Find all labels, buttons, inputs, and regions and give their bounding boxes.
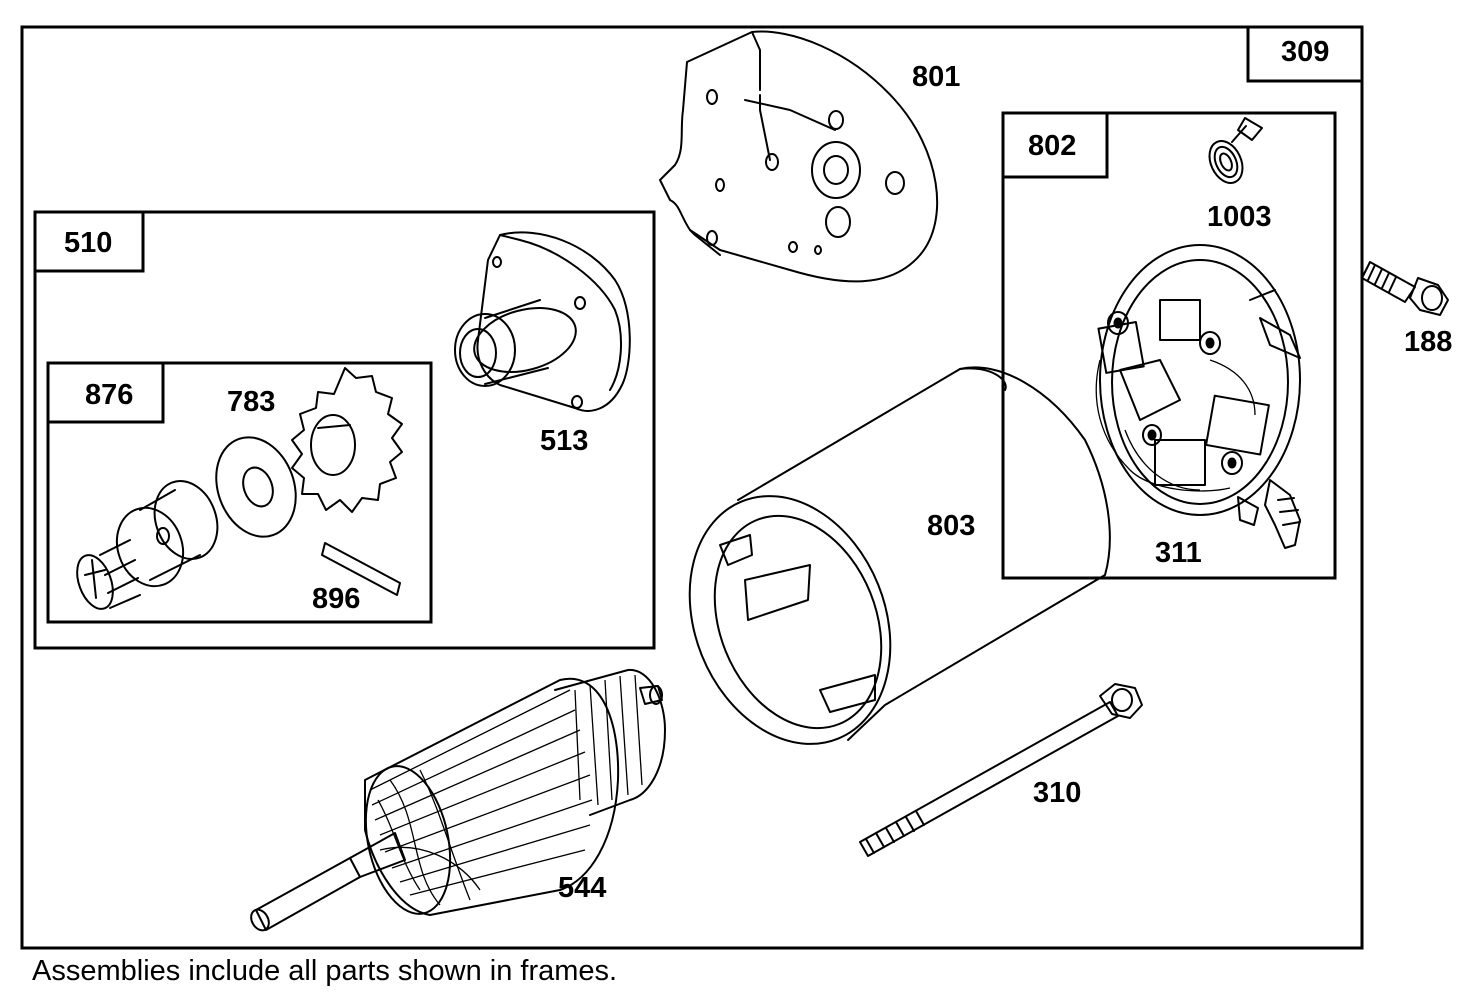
frame-309-tag: [1246, 25, 1364, 83]
label-876: 876: [85, 379, 133, 411]
label-513: 513: [540, 425, 588, 457]
label-801: 801: [912, 61, 960, 93]
label-1003: 1003: [1207, 201, 1272, 233]
part-513-end-cap: [454, 231, 631, 412]
frame-876-tag: [46, 361, 165, 424]
frame-510: [33, 210, 656, 650]
frame-876: [46, 361, 433, 624]
frame-802: [1001, 111, 1337, 580]
label-309: 309: [1281, 36, 1329, 68]
part-896-pin: [321, 542, 401, 596]
label-188: 188: [1404, 326, 1452, 358]
label-510: 510: [64, 227, 112, 259]
label-310: 310: [1033, 777, 1081, 809]
part-783-gear: [291, 367, 403, 513]
part-1003-spring: [1208, 117, 1263, 184]
caption-note: Assemblies include all parts shown in fr…: [32, 955, 618, 987]
label-311: 311: [1155, 537, 1202, 569]
label-803: 803: [927, 510, 975, 542]
frame-309-outer: [20, 25, 1364, 950]
part-876-clutch: [76, 480, 219, 610]
part-310-through-bolt: [859, 683, 1143, 857]
part-188-bolt: [1361, 261, 1449, 316]
label-544: 544: [558, 872, 606, 904]
part-803-housing: [688, 366, 1111, 745]
part-876-washer: [215, 436, 297, 538]
part-311-brush-plate: [1095, 244, 1301, 549]
frame-510-tag: [33, 210, 145, 273]
label-802: 802: [1028, 130, 1076, 162]
part-801-bracket: [659, 30, 939, 283]
label-783: 783: [227, 386, 275, 418]
frame-802-tag: [1001, 111, 1109, 179]
label-896: 896: [312, 583, 360, 615]
part-544-armature: [250, 668, 666, 932]
